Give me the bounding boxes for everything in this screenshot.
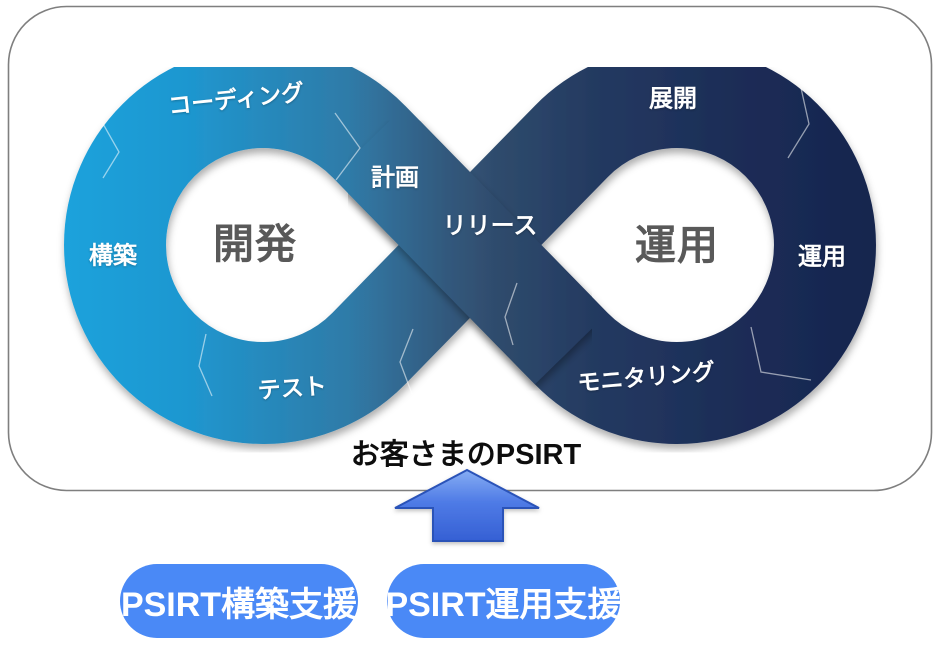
- segment-label-operate: 運用: [798, 243, 846, 271]
- psirt-operation-support-button[interactable]: PSIRT運用支援: [385, 564, 622, 638]
- divider-chevron: [787, 87, 810, 159]
- divider-chevron: [504, 282, 518, 346]
- release-label: リリース: [442, 212, 538, 240]
- segment-label-plan: 計画: [371, 164, 419, 192]
- segment-label-test: テスト: [256, 372, 328, 404]
- divider-chevron: [101, 121, 120, 179]
- infinity-band-over: [332, 105, 608, 385]
- psirt-build-support-button[interactable]: PSIRT構築支援: [120, 564, 358, 638]
- infinity-band-under: [64, 46, 876, 444]
- up-arrow-icon: [394, 468, 540, 542]
- divider-chevron: [198, 333, 213, 397]
- segment-dividers: [101, 87, 812, 397]
- divider-chevron: [399, 328, 414, 395]
- divider-chevron: [750, 326, 812, 381]
- segment-label-build: 構築: [89, 242, 137, 270]
- segment-label-deploy: 展開: [649, 85, 697, 113]
- divider-chevron: [334, 112, 361, 181]
- ops-hub-label: 運用: [635, 222, 719, 268]
- dev-hub-label: 開発: [213, 221, 297, 267]
- customer-psirt-caption: お客さまのPSIRT: [350, 439, 582, 471]
